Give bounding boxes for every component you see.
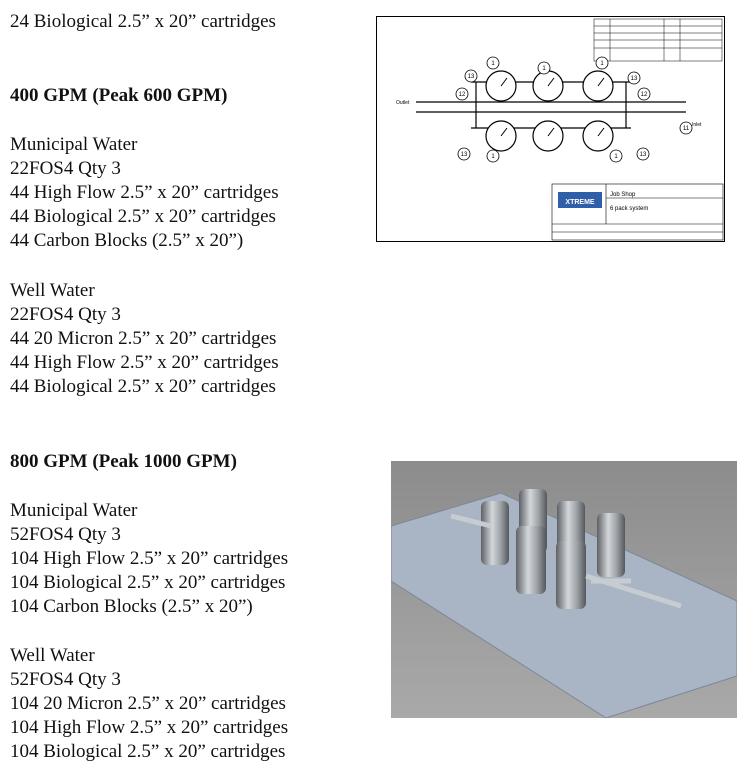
filter-vessels [481,489,625,609]
port-labels: Outlet Inlet [396,100,702,128]
callout-label: 1 [600,61,604,67]
section-400-municipal-line: 44 Carbon Blocks (2.5” x 20”) [10,230,244,251]
company-logo [558,192,602,208]
system-render [391,461,737,718]
title-block-title: 6 pack system [610,206,648,212]
section-400-well-line: 44 High Flow 2.5” x 20” cartridges [10,352,279,373]
callout-bubbles [455,56,693,163]
section-400-municipal-line: 44 High Flow 2.5” x 20” cartridges [10,182,279,203]
section-800-municipal-title: Municipal Water [10,500,138,521]
outlet-label: Outlet [396,100,410,106]
callout-label: 13 [640,152,647,158]
callout-label: 13 [468,74,475,80]
render-piping [450,513,682,609]
callout-label: 12 [641,92,648,98]
company-logo-text: XTREME [565,199,595,206]
inlet-label: Inlet [692,122,702,128]
title-block-company: Job Shop [610,192,636,198]
section-400-municipal-line: 44 Biological 2.5” x 20” cartridges [10,206,276,227]
callout-label: 13 [631,76,638,82]
callout-label: 12 [459,92,466,98]
section-400-well-line: 44 20 Micron 2.5” x 20” cartridges [10,328,277,349]
section-400-heading: 400 GPM (Peak 600 GPM) [10,85,228,106]
callout-label: 1 [614,154,618,160]
section-800-well-line: 104 20 Micron 2.5” x 20” cartridges [10,693,286,714]
callout-labels: 1 1 1 13 12 13 12 11 13 1 1 13 [459,61,690,160]
section-800-well-title: Well Water [10,645,95,666]
callout-label: 1 [491,61,495,67]
section-400-municipal-title: Municipal Water [10,134,138,155]
title-block [551,183,724,241]
section-800-municipal-line: 104 Biological 2.5” x 20” cartridges [10,572,286,593]
callout-label: 1 [542,66,546,72]
section-400-well-line: 44 Biological 2.5” x 20” cartridges [10,376,276,397]
section-400-well-line: 22FOS4 Qty 3 [10,304,121,325]
callout-label: 13 [461,152,468,158]
section-800-well-line: 104 High Flow 2.5” x 20” cartridges [10,717,289,738]
callout-label: 1 [491,154,495,160]
section-800-heading: 800 GPM (Peak 1000 GPM) [10,451,237,472]
intro-line: 24 Biological 2.5” x 20” cartridges [10,11,276,32]
housing-markers [500,77,605,137]
callout-label: 11 [683,126,690,132]
section-800-well-line: 52FOS4 Qty 3 [10,669,121,690]
section-800-municipal-line: 52FOS4 Qty 3 [10,524,121,545]
technical-drawing: 1 1 1 13 12 13 12 11 13 1 1 13 Outlet In… [376,16,725,242]
parts-list-table [593,18,723,62]
section-800-municipal-line: 104 Carbon Blocks (2.5” x 20”) [10,596,253,617]
section-400-municipal-line: 22FOS4 Qty 3 [10,158,121,179]
section-800-well-line: 104 Biological 2.5” x 20” cartridges [10,741,286,762]
section-400-well-title: Well Water [10,280,95,301]
section-800-municipal-line: 104 High Flow 2.5” x 20” cartridges [10,548,289,569]
